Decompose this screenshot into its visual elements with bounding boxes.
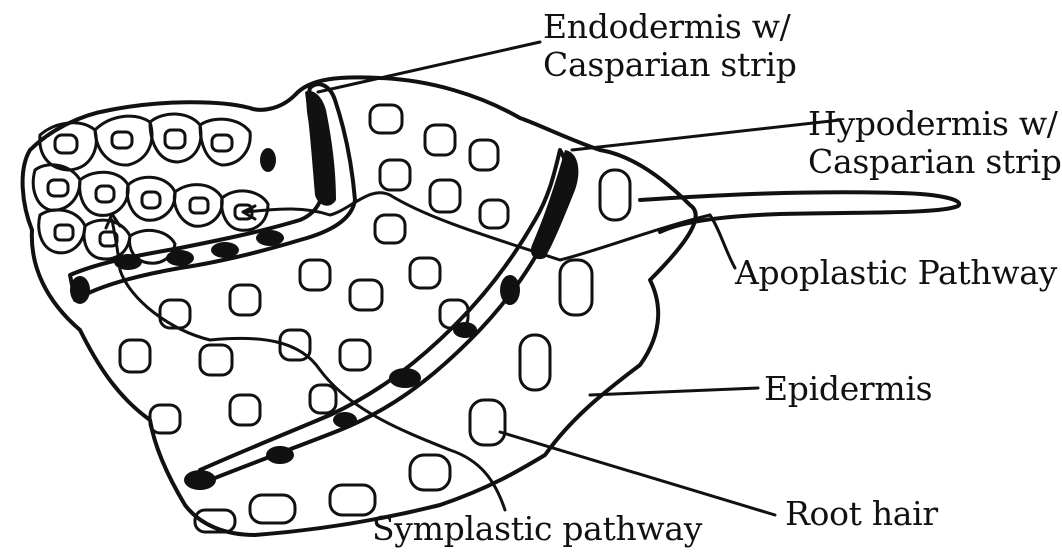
hypodermis-label-line1: Hypodermis w/ bbox=[808, 105, 1062, 143]
epidermis-text: Epidermis bbox=[764, 370, 932, 408]
root-hair-leader bbox=[500, 432, 775, 515]
hypodermis-leader bbox=[572, 120, 840, 150]
hypodermis-label: Hypodermis w/ Casparian strip bbox=[808, 105, 1062, 181]
hypodermis-label-line2: Casparian strip bbox=[808, 143, 1062, 181]
root-hair-text: Root hair bbox=[785, 495, 938, 533]
apoplastic-pathway-line bbox=[245, 193, 710, 260]
epidermis-leader bbox=[590, 388, 758, 395]
root-hair bbox=[640, 192, 959, 232]
apoplastic-pathway-text: Apoplastic Pathway bbox=[735, 254, 1057, 292]
symplastic-pathway-label: Symplastic pathway bbox=[372, 510, 702, 548]
epidermis-label: Epidermis bbox=[764, 370, 932, 408]
endodermis-label-line2: Casparian strip bbox=[543, 46, 797, 84]
root-hair-label: Root hair bbox=[785, 495, 938, 533]
endodermis-label: Endodermis w/ Casparian strip bbox=[543, 8, 797, 84]
apoplastic-leader bbox=[710, 215, 735, 268]
endodermis-label-line1: Endodermis w/ bbox=[543, 8, 797, 46]
symplastic-pathway-text: Symplastic pathway bbox=[372, 510, 702, 548]
apoplastic-pathway-label: Apoplastic Pathway bbox=[735, 254, 1057, 292]
